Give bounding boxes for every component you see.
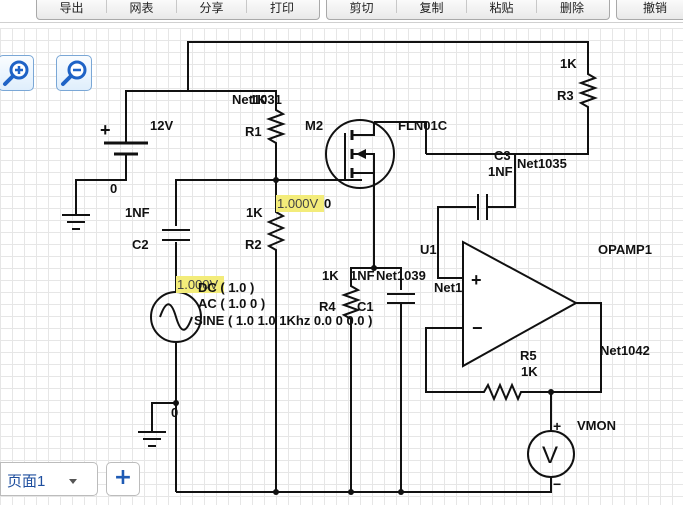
zoom-in-button[interactable] <box>0 55 34 91</box>
voltage-probe-1[interactable] <box>276 195 324 212</box>
r1-value-label: 1K <box>250 92 267 107</box>
probe-1-suffix: 0 <box>324 196 331 211</box>
netlist-button[interactable]: 网表 <box>107 0 177 15</box>
wire-c3-opamp <box>437 206 476 279</box>
paste-button[interactable]: 粘贴 <box>467 0 537 15</box>
voltage-probe-2[interactable] <box>176 276 224 293</box>
resistor-r2[interactable] <box>266 206 286 256</box>
resistor-r4[interactable] <box>341 280 361 322</box>
vmon-minus-icon: − <box>553 476 561 492</box>
opamp-u1[interactable]: + − <box>462 240 579 368</box>
capacitor-c3[interactable] <box>477 194 488 220</box>
zoom-out-button[interactable] <box>56 55 92 91</box>
voltmeter-icon: V <box>542 442 558 469</box>
zoom-out-icon <box>61 60 87 86</box>
r2-name-label: R2 <box>245 237 262 252</box>
r5-value-label: 1K <box>521 364 538 379</box>
c2-name-label: C2 <box>132 237 149 252</box>
page-tab-select[interactable]: 页面1 <box>0 462 98 496</box>
wire-top-rail <box>187 41 589 86</box>
copy-button[interactable]: 复制 <box>397 0 467 15</box>
net1-label: Net1 <box>434 280 462 295</box>
c2-value-label: 1NF <box>125 205 150 220</box>
ground-icon <box>138 431 166 447</box>
net1042-label: Net1042 <box>600 343 650 358</box>
add-page-button[interactable]: + <box>106 462 140 496</box>
m2-name-label: M2 <box>305 118 323 133</box>
junction-dot <box>273 489 279 495</box>
net1039-label: Net1039 <box>376 268 426 283</box>
toolbar-group-file: 导出 网表 分享 打印 <box>36 0 320 20</box>
toolbar-group-history: 撤销 <box>616 0 683 20</box>
toolbar-group-edit: 剪切 复制 粘贴 删除 <box>326 0 610 20</box>
u1-name-label: U1 <box>420 242 437 257</box>
source-dc-label: DC ( 1.0 ) <box>198 280 254 295</box>
r3-name-label: R3 <box>557 88 574 103</box>
r5-name-label: R5 <box>520 348 537 363</box>
net1031-label: Net1031 <box>232 92 282 107</box>
wire-source-ground <box>151 402 176 432</box>
r4-value-label: 1K <box>322 268 339 283</box>
junction-dot <box>548 389 554 395</box>
resistor-r1[interactable] <box>266 104 286 146</box>
wire-mid-node <box>175 179 362 226</box>
sine-wave-icon <box>159 303 193 331</box>
cut-button[interactable]: 剪切 <box>327 0 397 15</box>
ground-icon <box>62 214 90 230</box>
probe-2-value: 1.000V <box>177 277 219 292</box>
m2-model-label: FLN01C <box>398 118 448 133</box>
schematic-canvas[interactable] <box>0 28 683 505</box>
undo-button[interactable]: 撤销 <box>617 0 683 15</box>
resistor-r3[interactable] <box>578 68 598 110</box>
vmon-plus-icon: + <box>553 418 561 434</box>
source-ac-label: AC ( 1.0 0 ) <box>198 296 265 311</box>
wire-bottom-rail <box>176 476 552 493</box>
c3-value-label: 1NF <box>488 164 513 179</box>
junction-dot <box>371 265 377 271</box>
battery-12v[interactable]: + <box>100 117 148 156</box>
share-button[interactable]: 分享 <box>177 0 247 15</box>
probe-1-value: 1.000V <box>277 196 319 211</box>
mosfet-m2[interactable] <box>325 119 395 189</box>
toolbar: 导出 网表 分享 打印 剪切 复制 粘贴 删除 撤销 <box>0 0 683 23</box>
capacitor-c1[interactable] <box>387 293 415 304</box>
page-tab-label: 页面1 <box>7 473 46 490</box>
delete-button[interactable]: 删除 <box>537 0 607 15</box>
c1-value-label: 1NF <box>350 268 375 283</box>
opamp-plus-icon: + <box>471 270 482 290</box>
c3-name-label: C3 <box>494 148 511 163</box>
u1-model-label: OPAMP1 <box>598 242 652 257</box>
zoom-in-icon <box>3 60 29 86</box>
r4-name-label: R4 <box>319 299 336 314</box>
wire-opamp-minus <box>425 327 478 393</box>
source-ground-node-label: 0 <box>171 405 178 420</box>
junctions <box>173 177 554 495</box>
r2-value-label: 1K <box>246 205 263 220</box>
net1035-label: Net1035 <box>517 156 567 171</box>
junction-dot <box>398 489 404 495</box>
vmon-name-label: VMON <box>577 418 616 433</box>
voltmeter-vmon[interactable]: V + − <box>527 418 575 492</box>
battery-voltage-label: 12V <box>150 118 173 133</box>
opamp-minus-icon: − <box>472 318 483 338</box>
junction-dot <box>348 489 354 495</box>
capacitor-c2[interactable] <box>162 229 190 241</box>
r1-name-label: R1 <box>245 124 262 139</box>
battery-ground-node-label: 0 <box>110 181 117 196</box>
export-button[interactable]: 导出 <box>37 0 107 15</box>
chevron-down-icon <box>69 479 77 484</box>
c1-name-label: C1 <box>357 299 374 314</box>
battery-plus-icon: + <box>100 120 111 140</box>
junction-dot <box>173 400 179 406</box>
resistor-r5[interactable] <box>478 382 524 402</box>
junction-dot <box>273 177 279 183</box>
source-sine-label: SINE ( 1.0 1.0 1Khz 0.0 0 0.0 ) <box>194 313 372 328</box>
wire-net1042 <box>524 302 602 393</box>
wire-battery-ground <box>75 154 127 215</box>
wire-battery-r1 <box>125 90 277 117</box>
r3-value-label: 1K <box>560 56 577 71</box>
print-button[interactable]: 打印 <box>247 0 317 15</box>
wires <box>75 41 602 493</box>
